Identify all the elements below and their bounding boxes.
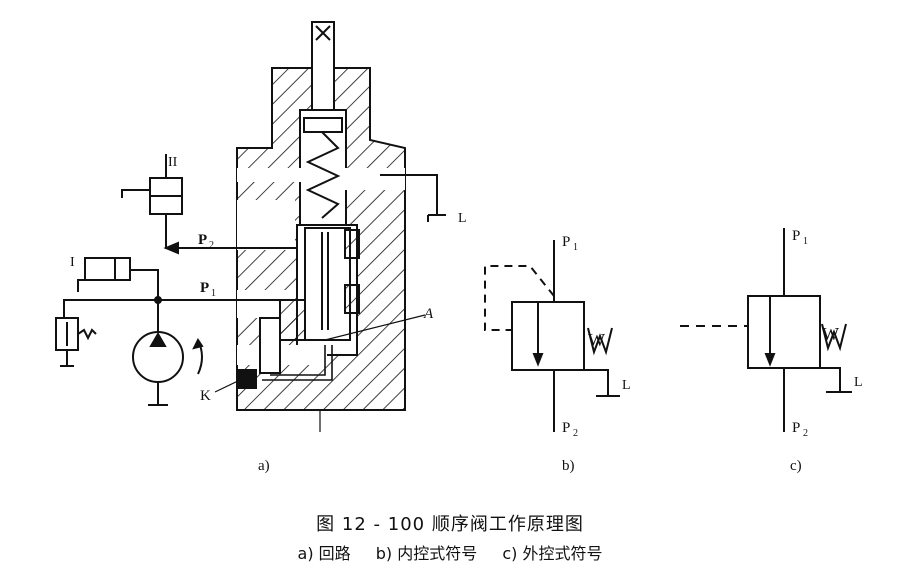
label-p2-b: P <box>562 420 570 436</box>
figure-caption-subtitle: a) 回路 b) 内控式符号 c) 外控式符号 <box>0 540 900 564</box>
label-p1-b-sub: 1 <box>573 242 578 253</box>
label-p2-a-sub: 2 <box>209 240 214 251</box>
adjusting-screw <box>311 21 335 111</box>
label-p1-a: P <box>200 280 209 296</box>
figure-b-internal-symbol <box>484 240 620 432</box>
figure-a-valve-section <box>236 21 406 432</box>
label-p2-c-sub: 2 <box>803 428 808 439</box>
caption-part-b: b) 内控式符号 <box>375 544 478 563</box>
label-p2-a: P <box>198 232 207 248</box>
label-spring-c: W <box>822 324 839 344</box>
sub-label-a: a) <box>258 458 270 474</box>
label-l-a: L <box>458 211 467 226</box>
cylinder-i <box>84 257 131 281</box>
sub-label-c: c) <box>790 458 802 474</box>
label-p2-c: P <box>792 420 800 436</box>
label-l-c: L <box>854 375 863 390</box>
label-p1-b: P <box>562 234 570 250</box>
sub-label-b: b) <box>562 458 575 474</box>
label-cyl-i: I <box>70 255 75 270</box>
label-l-b: L <box>622 378 631 393</box>
label-p1-c: P <box>792 228 800 244</box>
label-p1-c-sub: 1 <box>803 236 808 247</box>
caption-part-a: a) 回路 <box>297 544 351 563</box>
label-p2-b-sub: 2 <box>573 428 578 439</box>
plug-k <box>237 369 257 389</box>
figure-a-circuit <box>55 154 446 406</box>
caption-part-c: c) 外控式符号 <box>502 544 603 563</box>
label-p1-a-sub: 1 <box>211 288 216 299</box>
label-cyl-ii: II <box>168 155 178 170</box>
label-spring-b: W <box>588 330 605 350</box>
label-point-a: A <box>423 306 434 322</box>
main-spring <box>305 131 341 219</box>
diagram-labels: II I P 2 P 1 L A K P 1 W L P 2 P 1 W L P… <box>70 155 863 474</box>
figure-caption-title: 图 12 - 100 顺序阀工作原理图 <box>316 514 584 535</box>
figure-c-external-symbol <box>680 228 852 432</box>
label-point-k: K <box>200 388 211 404</box>
